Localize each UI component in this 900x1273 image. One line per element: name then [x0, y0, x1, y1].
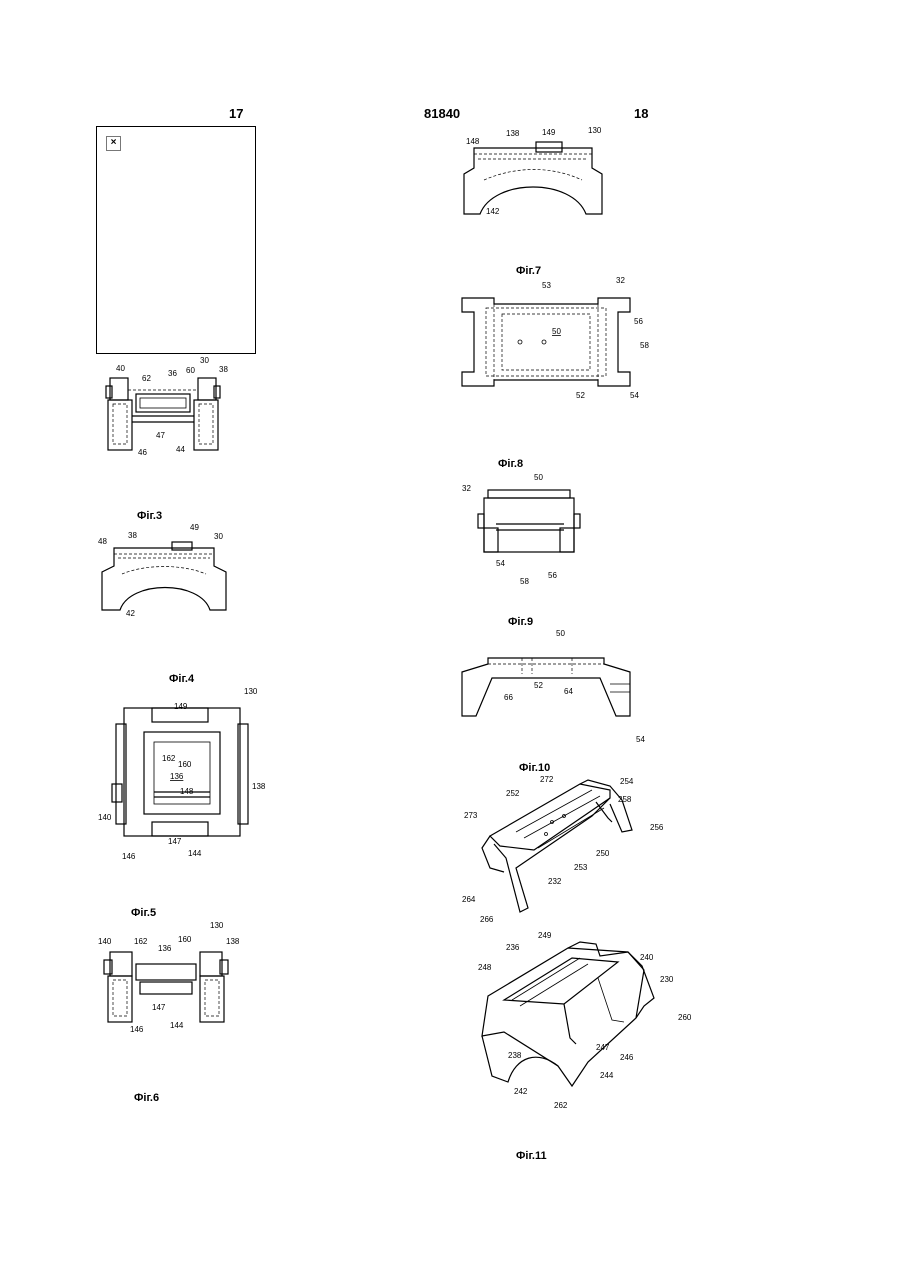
figure-5-drawing: 130 149 162 160 136 148 138 140 147 146 …: [94, 684, 274, 869]
label: 38: [128, 531, 137, 540]
label: 149: [542, 128, 556, 137]
label: 244: [600, 1071, 614, 1080]
label: 142: [486, 207, 500, 216]
figure-8-caption: Фіг.8: [498, 458, 523, 470]
label: 54: [630, 391, 639, 400]
label: 248: [478, 963, 492, 972]
label: 56: [634, 317, 643, 326]
label: 53: [542, 281, 551, 290]
label: 138: [506, 129, 520, 138]
label: 138: [226, 937, 240, 946]
label: 50: [552, 327, 561, 336]
figure-6-caption: Фіг.6: [134, 1092, 159, 1104]
figure-8-drawing: 50 32 54 58 56: [460, 470, 590, 595]
label: 58: [640, 341, 649, 350]
label: 136: [158, 944, 172, 953]
label: 144: [188, 849, 202, 858]
label: 44: [176, 445, 185, 454]
label: 140: [98, 813, 112, 822]
label: 148: [466, 137, 480, 146]
label: 254: [620, 777, 634, 786]
label: 232: [548, 877, 562, 886]
label: 60: [186, 366, 195, 375]
label: 247: [596, 1043, 610, 1052]
label: 32: [616, 276, 625, 285]
missing-image-frame: ×: [96, 126, 256, 354]
label: 230: [660, 975, 674, 984]
label: 147: [168, 837, 182, 846]
label: 130: [244, 687, 258, 696]
label: 256: [650, 823, 664, 832]
label: 62: [142, 374, 151, 383]
label: 52: [576, 391, 585, 400]
label: 36: [168, 369, 177, 378]
label: 40: [116, 364, 125, 373]
label: 30: [200, 356, 209, 365]
label: 240: [640, 953, 654, 962]
label: 58: [520, 577, 529, 586]
label: 46: [138, 448, 147, 457]
label: 253: [574, 863, 588, 872]
label: 30: [214, 532, 223, 541]
label: 258: [618, 795, 632, 804]
label: 140: [98, 937, 112, 946]
label: 130: [210, 921, 224, 930]
label: 38: [219, 365, 228, 374]
label: 162: [134, 937, 148, 946]
label: 42: [126, 609, 135, 618]
figure-6-drawing: 140 162 136 160 130 138 147 146 144: [96, 918, 246, 1043]
label: 252: [506, 789, 520, 798]
broken-image-icon: ×: [106, 136, 121, 151]
label: 147: [152, 1003, 166, 1012]
label: 52: [534, 681, 543, 690]
arch-side-drawing: 148 138 149 130 142: [460, 122, 610, 227]
figure-3-drawing: 40 62 36 30 60 38 47 46 44: [98, 356, 238, 471]
label: 260: [678, 1013, 692, 1022]
label: 160: [178, 760, 192, 769]
label: 32: [462, 484, 471, 493]
document-number: 81840: [424, 106, 460, 121]
page-number-left: 17: [229, 106, 243, 121]
label: 50: [534, 473, 543, 482]
figure-10-drawing: 272 254 252 258 273 256 250 253 232 264 …: [460, 772, 710, 927]
label: 64: [564, 687, 573, 696]
label: 138: [252, 782, 266, 791]
label: 50: [556, 629, 565, 638]
label: 146: [122, 852, 136, 861]
label: 136: [170, 772, 184, 781]
label: 146: [130, 1025, 144, 1034]
label: 160: [178, 935, 192, 944]
label: 56: [548, 571, 557, 580]
label: 262: [554, 1101, 568, 1110]
label: 149: [174, 702, 188, 711]
figure-11-caption: Фіг.11: [516, 1150, 547, 1162]
label: 162: [162, 754, 176, 763]
label: 130: [588, 126, 602, 135]
label: 238: [508, 1051, 522, 1060]
label: 236: [506, 943, 520, 952]
figure-3-caption: Фіг.3: [137, 510, 162, 522]
label: 250: [596, 849, 610, 858]
label: 54: [496, 559, 505, 568]
label: 49: [190, 523, 199, 532]
figure-4-drawing: 48 38 49 30 42: [96, 524, 236, 627]
figure-9-drawing: 50 66 52 64 54: [460, 628, 650, 753]
label: 66: [504, 693, 513, 702]
label: 273: [464, 811, 478, 820]
label: 264: [462, 895, 476, 904]
figure-7-drawing: 53 32 50 56 58 52 54: [458, 276, 658, 411]
label: 246: [620, 1053, 634, 1062]
label: 47: [156, 431, 165, 440]
label: 54: [636, 735, 645, 744]
label: 144: [170, 1021, 184, 1030]
label: 48: [98, 537, 107, 546]
label: 242: [514, 1087, 528, 1096]
label: 272: [540, 775, 554, 784]
label: 249: [538, 931, 552, 940]
label: 266: [480, 915, 494, 924]
label: 148: [180, 787, 194, 796]
figure-9-caption: Фіг.9: [508, 616, 533, 628]
figure-11-drawing: 249 240 236 230 248 260 247 238 246 244 …: [468, 926, 718, 1121]
page-number-right: 18: [634, 106, 648, 121]
